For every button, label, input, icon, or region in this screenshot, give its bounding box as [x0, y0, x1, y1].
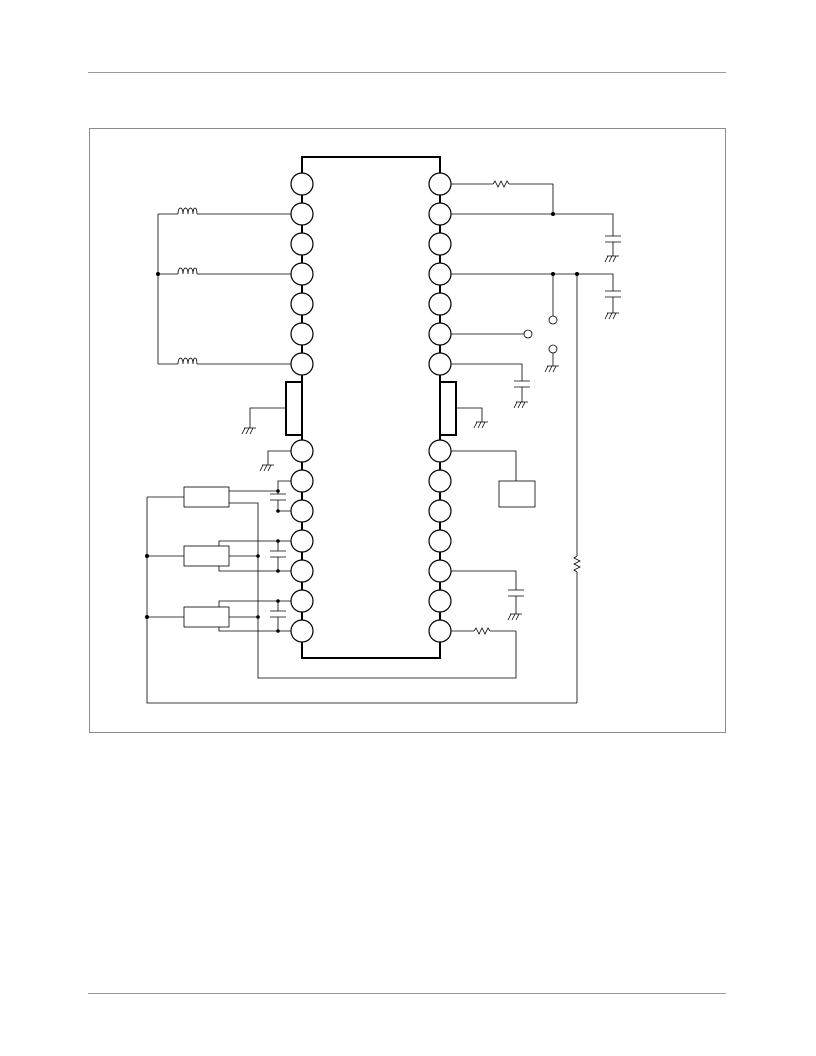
- filter-component: [183, 606, 230, 628]
- filter-component: [183, 486, 230, 508]
- rc-network: [145, 480, 577, 704]
- exposed-pad-left: [285, 381, 303, 436]
- header-rule: [88, 72, 726, 73]
- ic-pin: [290, 619, 314, 643]
- schematic-wire: [451, 213, 614, 236]
- ground-icon: [507, 613, 522, 621]
- schematic-wire: [509, 183, 554, 214]
- ic-pin: [290, 352, 314, 376]
- capacitor-icon: [514, 380, 530, 402]
- capacitor-icon: [605, 235, 621, 256]
- switch-terminal: [523, 329, 533, 339]
- ic-pin: [290, 499, 314, 523]
- external-module: [498, 480, 536, 508]
- ic-pin: [290, 262, 314, 286]
- ic-pin: [428, 262, 452, 286]
- figure-frame: [89, 128, 726, 733]
- ground-icon: [604, 312, 619, 320]
- pin-ground-left: [259, 450, 291, 472]
- ic-body-outline: [301, 156, 441, 659]
- schematic-wire: [451, 273, 614, 291]
- ic-pin: [428, 322, 452, 346]
- ic-pin: [290, 529, 314, 553]
- capacitor-icon: [508, 589, 524, 614]
- schematic-wire: [270, 491, 291, 512]
- schematic-wire: [451, 570, 517, 590]
- junction-dot: [256, 554, 260, 558]
- ic-pin: [428, 589, 452, 613]
- ic-pin: [428, 202, 452, 226]
- switch-terminal: [548, 344, 558, 354]
- ground-icon: [259, 464, 274, 472]
- schematic-wire: [229, 502, 517, 679]
- ic-pin: [290, 589, 314, 613]
- junction-dot: [551, 212, 555, 216]
- ic-pin: [428, 499, 452, 523]
- ic-pin: [428, 529, 452, 553]
- ic-pin: [290, 172, 314, 196]
- inductor-icon: [177, 267, 198, 275]
- junction-dot: [276, 509, 280, 513]
- schematic-wire: [146, 497, 577, 704]
- schematic-wire: [249, 407, 286, 428]
- ic-pin: [428, 352, 452, 376]
- ic-pin: [428, 172, 452, 196]
- schematic-wire: [267, 450, 291, 465]
- left-pad-ground: [241, 407, 286, 435]
- schematic-wire: [451, 363, 523, 381]
- ground-icon: [513, 401, 528, 409]
- junction-dot: [256, 615, 260, 619]
- junction-dot: [156, 272, 160, 276]
- ic-pin: [428, 469, 452, 493]
- schematic-wire: [218, 600, 291, 607]
- ic-pin: [290, 559, 314, 583]
- ic-pin: [428, 232, 452, 256]
- inductor-network: [156, 207, 291, 365]
- schematic-wire: [270, 601, 286, 631]
- schematic-wire: [218, 627, 291, 632]
- resistor-icon: [573, 555, 581, 573]
- junction-dot: [145, 554, 149, 558]
- right-pins: [428, 172, 452, 643]
- ground-icon: [473, 421, 488, 429]
- junction-dot: [276, 569, 280, 573]
- junction-dot: [276, 629, 280, 633]
- ic-pin: [428, 559, 452, 583]
- ic-pin: [428, 292, 452, 316]
- inductor-icon: [177, 207, 198, 215]
- capacitor-icon: [605, 290, 621, 313]
- resistor-icon: [492, 180, 510, 188]
- schematic-wire: [451, 450, 517, 481]
- schematic-wire: [229, 480, 291, 492]
- ic-pin: [428, 619, 452, 643]
- junction-dot: [145, 615, 149, 619]
- ground-icon: [241, 427, 256, 435]
- right-network: [451, 180, 621, 703]
- footer-rule: [88, 993, 726, 994]
- schematic-wire: [456, 407, 483, 422]
- junction-dot: [276, 599, 280, 603]
- switch-terminal: [548, 315, 558, 325]
- inductor-icon: [177, 357, 198, 365]
- ic-pin: [290, 469, 314, 493]
- ic-pin: [290, 439, 314, 463]
- junction-dot: [276, 539, 280, 543]
- junction-dot: [276, 489, 280, 493]
- schematic-wire: [218, 540, 291, 546]
- ground-icon: [544, 365, 559, 373]
- ground-icon: [604, 255, 619, 263]
- schematic-wire: [218, 566, 291, 572]
- ic-pin: [428, 439, 452, 463]
- ic-pin: [290, 292, 314, 316]
- ic-pin: [290, 232, 314, 256]
- ic-pin: [290, 322, 314, 346]
- resistor-icon: [473, 627, 491, 635]
- schematic-wire: [270, 541, 286, 571]
- left-pins: [290, 172, 314, 643]
- ic-pin: [290, 202, 314, 226]
- filter-component: [183, 545, 230, 567]
- exposed-pad-right: [439, 381, 457, 436]
